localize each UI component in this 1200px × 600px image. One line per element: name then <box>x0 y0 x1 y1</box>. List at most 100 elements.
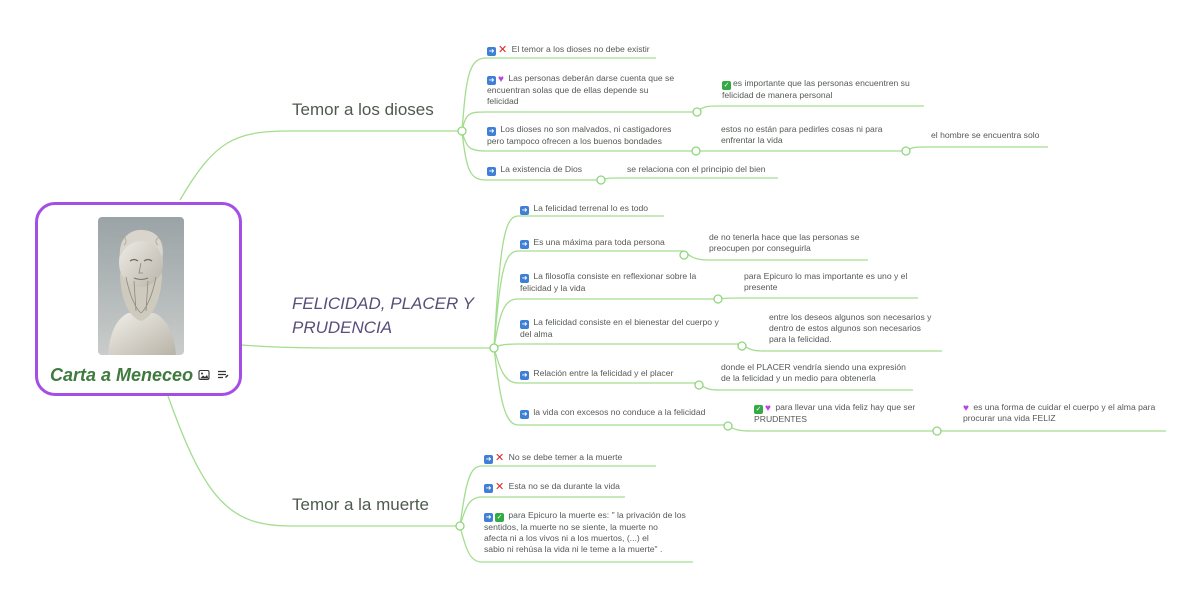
topic-text: sabio ni rehúsa la vida ni le teme a la … <box>484 544 663 554</box>
topic-text: La felicidad consiste en el bienestar de… <box>533 317 719 327</box>
topic-node[interactable]: ➜✕ El temor a los dioses no debe existir <box>487 44 650 56</box>
node-dot <box>713 294 723 304</box>
root-node[interactable]: Carta a Meneceo <box>35 202 242 396</box>
topic-text: encuentran solas que de ellas depende su <box>487 85 649 95</box>
branch-temor-muerte[interactable]: Temor a la muerte <box>292 495 429 514</box>
subtopic-node[interactable]: para Epicuro lo mas importante es uno y … <box>744 271 907 293</box>
topic-text: felicidad de manera personal <box>722 90 833 100</box>
subtopic-node[interactable]: ♥ es una forma de cuidar el cuerpo y el … <box>963 402 1155 424</box>
topic-node[interactable]: ➜✕ No se debe temer a la muerte <box>484 452 622 464</box>
topic-text: pero tampoco ofrecen a los buenos bondad… <box>487 136 662 146</box>
subtopic-node[interactable]: entre los deseos algunos son necesarios … <box>769 312 931 345</box>
check-mark-icon: ✓ <box>754 405 763 414</box>
topic-text: PRUDENTES <box>754 414 808 424</box>
arrow-right-icon: ➜ <box>520 410 529 419</box>
topic-node[interactable]: ➜ La filosofía consiste en reflexionar s… <box>520 271 696 294</box>
topic-node[interactable]: ➜ Relación entre la felicidad y el place… <box>520 368 673 380</box>
subtopic-node[interactable]: el hombre se encuentra solo <box>931 130 1039 141</box>
purple-heart-icon: ♥ <box>963 403 969 414</box>
arrow-right-icon: ➜ <box>520 371 529 380</box>
node-dot <box>737 341 747 351</box>
topic-text: sentidos, la muerte no se siente, la mue… <box>484 522 658 532</box>
cross-mark-icon: ✕ <box>495 452 505 464</box>
arrow-right-icon: ➜ <box>520 240 529 249</box>
topic-text: Relación entre la felicidad y el placer <box>533 368 674 378</box>
subtopic-node[interactable]: donde el PLACER vendría siendo una expre… <box>721 362 906 384</box>
topic-node[interactable]: ➜ la vida con excesos no conduce a la fe… <box>520 407 705 419</box>
topic-text: procurar una vida FELIZ <box>963 413 1056 423</box>
topic-text: donde el PLACER vendría siendo una expre… <box>721 362 906 372</box>
arrow-right-icon: ➜ <box>484 513 493 522</box>
topic-text: para la felicidad. <box>769 334 832 344</box>
topic-text: de la felicidad y un medio para obtenerl… <box>721 373 876 383</box>
topic-text: se relaciona con el principio del bien <box>627 164 766 174</box>
subtopic-node[interactable]: ✓es importante que las personas encuentr… <box>722 78 910 101</box>
image-icon[interactable] <box>198 369 210 381</box>
topic-node[interactable]: ➜♥ Las personas deberán darse cuenta que… <box>487 73 674 107</box>
topic-node[interactable]: ➜ Es una máxima para toda persona <box>520 237 665 249</box>
topic-node[interactable]: ➜✓ para Epicuro la muerte es: " la priva… <box>484 510 686 555</box>
node-dot <box>932 426 942 436</box>
arrow-right-icon: ➜ <box>487 167 496 176</box>
topic-text: presente <box>744 282 778 292</box>
topic-text: afecta ni a los vivos ni a los muertos, … <box>484 533 649 543</box>
topic-text: es una forma de cuidar el cuerpo y el al… <box>973 402 1156 412</box>
topic-text: dentro de estos algunos son necesarios <box>769 323 921 333</box>
node-dot <box>679 250 689 260</box>
subtopic-node[interactable]: estos no están para pedirles cosas ni pa… <box>721 124 882 146</box>
arrow-right-icon: ➜ <box>487 76 496 85</box>
topic-text: Los dioses no son malvados, ni castigado… <box>500 124 672 134</box>
topic-text: del alma <box>520 329 553 339</box>
root-title: Carta a Meneceo <box>50 365 194 385</box>
topic-node[interactable]: ➜✕ Esta no se da durante la vida <box>484 481 620 493</box>
arrow-right-icon: ➜ <box>487 127 496 136</box>
cross-mark-icon: ✕ <box>498 44 508 56</box>
subtopic-node[interactable]: ✓♥ para llevar una vida feliz hay que se… <box>754 402 915 425</box>
topic-text: la vida con excesos no conduce a la feli… <box>533 407 706 417</box>
arrow-right-icon: ➜ <box>484 484 493 493</box>
cross-mark-icon: ✕ <box>495 481 505 493</box>
arrow-right-icon: ➜ <box>520 274 529 283</box>
topic-text: entre los deseos algunos son necesarios … <box>769 312 932 322</box>
topic-node[interactable]: ➜ La felicidad consiste en el bienestar … <box>520 317 719 340</box>
check-mark-icon: ✓ <box>495 513 504 522</box>
purple-heart-icon: ♥ <box>765 403 771 414</box>
node-dot <box>457 126 467 136</box>
subtopic-node[interactable]: de no tenerla hace que las personas se p… <box>709 232 860 254</box>
arrow-right-icon: ➜ <box>520 320 529 329</box>
topic-text: No se debe temer a la muerte <box>508 452 623 462</box>
node-dot <box>901 146 911 156</box>
branch-felicidad-placer-prudencia[interactable]: FELICIDAD, PLACER Y PRUDENCIA <box>292 292 474 340</box>
topic-text: La felicidad terrenal lo es todo <box>533 203 649 213</box>
check-mark-icon: ✓ <box>722 81 731 90</box>
subtopic-node[interactable]: se relaciona con el principio del bien <box>627 164 766 175</box>
topic-text: felicidad y la vida <box>520 283 586 293</box>
topic-node[interactable]: ➜ La existencia de Dios <box>487 164 582 176</box>
notes-icon[interactable] <box>217 369 229 381</box>
topic-node[interactable]: ➜ La felicidad terrenal lo es todo <box>520 203 648 215</box>
arrow-right-icon: ➜ <box>520 206 529 215</box>
topic-text: Las personas deberán darse cuenta que se <box>508 73 675 83</box>
branch-label-line: PRUDENCIA <box>292 318 393 337</box>
philosopher-bust-image <box>98 217 184 355</box>
node-dot <box>596 175 606 185</box>
topic-text: El temor a los dioses no debe existir <box>511 44 650 54</box>
topic-text: La filosofía consiste en reflexionar sob… <box>533 271 697 281</box>
topic-text: preocupen por conseguirla <box>709 243 811 253</box>
topic-text: La existencia de Dios <box>500 164 583 174</box>
topic-node[interactable]: ➜ Los dioses no son malvados, ni castiga… <box>487 124 671 147</box>
node-dot <box>691 146 701 156</box>
arrow-right-icon: ➜ <box>484 455 493 464</box>
topic-text: Esta no se da durante la vida <box>508 481 620 491</box>
connector-root-muerte <box>167 395 460 527</box>
node-dot <box>723 421 733 431</box>
topic-text: estos no están para pedirles cosas ni pa… <box>721 124 883 134</box>
connector-root-felicidad <box>241 344 494 349</box>
topic-text: para Epicuro lo mas importante es uno y … <box>744 271 908 281</box>
branch-temor-dioses[interactable]: Temor a los dioses <box>292 100 434 119</box>
topic-text: felicidad <box>487 96 519 106</box>
branch-label-line: FELICIDAD, PLACER Y <box>292 294 475 313</box>
topic-text: para llevar una vida feliz hay que ser <box>775 402 916 412</box>
node-dot <box>455 521 465 531</box>
